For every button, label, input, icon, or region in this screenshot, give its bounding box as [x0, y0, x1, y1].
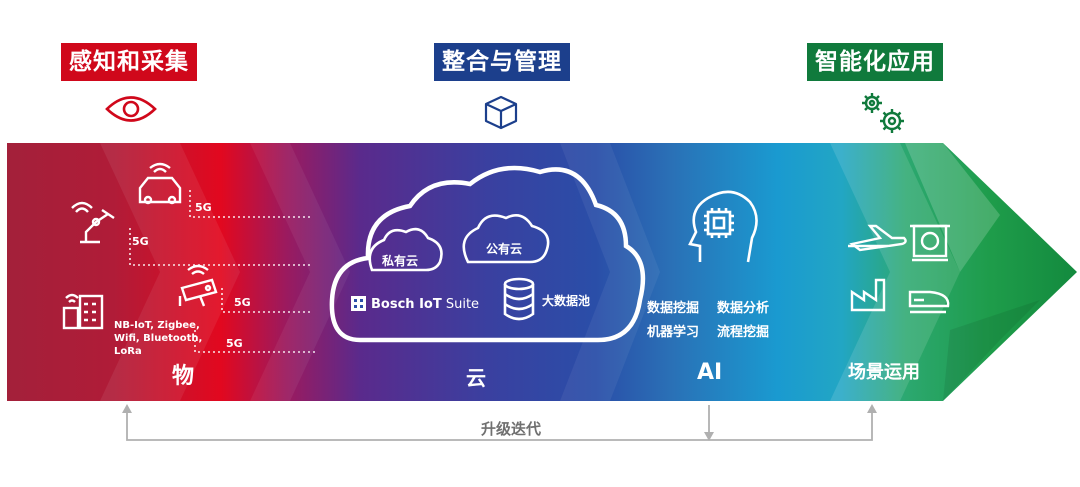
cube-icon	[484, 95, 518, 130]
airplane-icon	[848, 224, 907, 252]
bosch-iot-suite-label: Bosch IoT Suite	[371, 297, 479, 312]
segment-label-cloud: 云	[466, 366, 486, 390]
ai-item-data-analysis: 数据分析	[717, 301, 770, 316]
bosch-iot-text: Bosch IoT	[371, 297, 442, 312]
database-icon	[503, 277, 535, 321]
segment-label-scenes: 场景运用	[848, 362, 920, 383]
ai-item-data-mining: 数据挖掘	[647, 301, 700, 316]
big-data-pool-label: 大数据池	[542, 294, 591, 308]
ai-item-process-mining: 流程挖掘	[717, 325, 770, 340]
smart-car-icon	[138, 162, 182, 205]
protocol-line-3: LoRa	[114, 346, 142, 357]
buildings-icon	[62, 293, 104, 330]
label-5g-robot: 5G	[132, 235, 149, 248]
arrow-shape	[7, 143, 1077, 401]
header-integrate-manage: 整合与管理	[434, 43, 570, 81]
protocol-line-1: NB-IoT, Zigbee,	[114, 320, 200, 331]
public-cloud-label: 公有云	[486, 242, 523, 256]
bosch-logo-icon	[351, 296, 366, 311]
high-speed-train-icon	[908, 290, 950, 314]
cloud-shape	[329, 165, 646, 343]
label-5g-camera: 5G	[234, 296, 251, 309]
eye-icon	[105, 96, 157, 122]
header-intelligent-apply: 智能化应用	[807, 43, 943, 81]
security-camera-icon	[178, 264, 218, 307]
segment-label-ai: AI	[697, 360, 723, 385]
header-sense-collect: 感知和采集	[61, 43, 197, 81]
bank-euro-icon	[910, 224, 950, 262]
gears-icon	[862, 93, 904, 133]
private-cloud-label: 私有云	[382, 254, 419, 268]
factory-icon	[850, 278, 886, 312]
protocol-line-2: Wifi, Bluetooth,	[114, 333, 203, 344]
ai-item-machine-learning: 机器学习	[647, 325, 700, 340]
label-5g-car: 5G	[195, 201, 212, 214]
label-5g-building: 5G	[226, 337, 243, 350]
robot-arm-icon	[71, 201, 115, 244]
ai-head-chip-icon	[688, 190, 758, 263]
suite-text: Suite	[441, 297, 480, 312]
iteration-loop-label: 升级迭代	[475, 418, 548, 439]
segment-label-things: 物	[172, 364, 195, 389]
